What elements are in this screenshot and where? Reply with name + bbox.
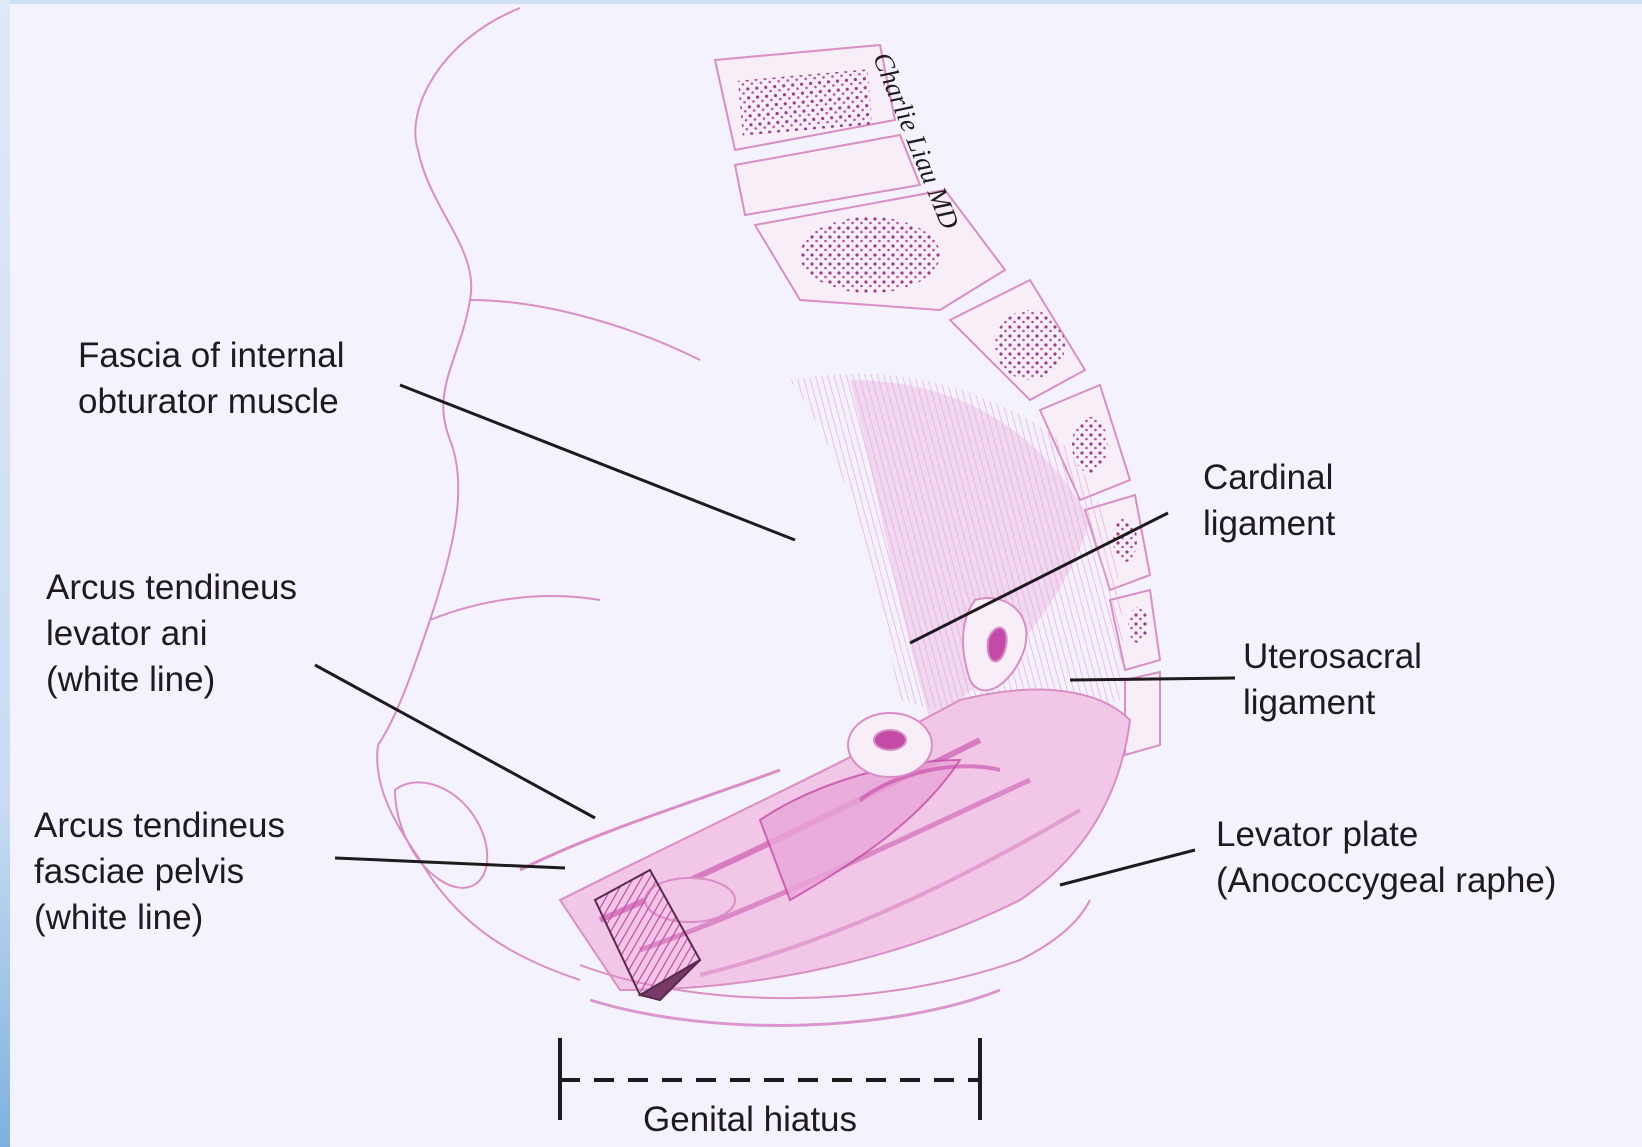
label-line: Arcus tendineus: [34, 803, 285, 849]
leader-arcus-fasciae: [335, 858, 565, 868]
label-line: fasciae pelvis: [34, 849, 285, 895]
leader-uterosacral: [1070, 678, 1235, 680]
label-cardinal-ligament: Cardinal ligament: [1203, 455, 1335, 547]
label-line: Arcus tendineus: [46, 565, 297, 611]
levator-ani-floor: [520, 690, 1130, 1026]
label-line: Cardinal: [1203, 455, 1335, 501]
label-arcus-tendineus-levator-ani: Arcus tendineus levator ani (white line): [46, 565, 297, 703]
label-line: (white line): [34, 895, 285, 941]
label-line: Levator plate: [1216, 812, 1556, 858]
leader-levator-plate: [1060, 850, 1195, 885]
pelvic-bone-outline: [377, 8, 700, 980]
label-line: ligament: [1203, 501, 1335, 547]
label-line: levator ani: [46, 611, 297, 657]
label-genital-hiatus: Genital hiatus: [643, 1097, 857, 1143]
label-levator-plate: Levator plate (Anococcygeal raphe): [1216, 812, 1556, 904]
label-fascia-obturator: Fascia of internal obturator muscle: [78, 333, 345, 425]
label-line: obturator muscle: [78, 379, 345, 425]
label-line: Uterosacral: [1243, 634, 1422, 680]
label-uterosacral-ligament: Uterosacral ligament: [1243, 634, 1422, 726]
label-line: Fascia of internal: [78, 333, 345, 379]
label-line: (white line): [46, 657, 297, 703]
label-arcus-tendineus-fasciae-pelvis: Arcus tendineus fasciae pelvis (white li…: [34, 803, 285, 941]
label-line: ligament: [1243, 680, 1422, 726]
leader-fascia-obturator: [400, 385, 795, 540]
label-line: (Anococcygeal raphe): [1216, 858, 1556, 904]
